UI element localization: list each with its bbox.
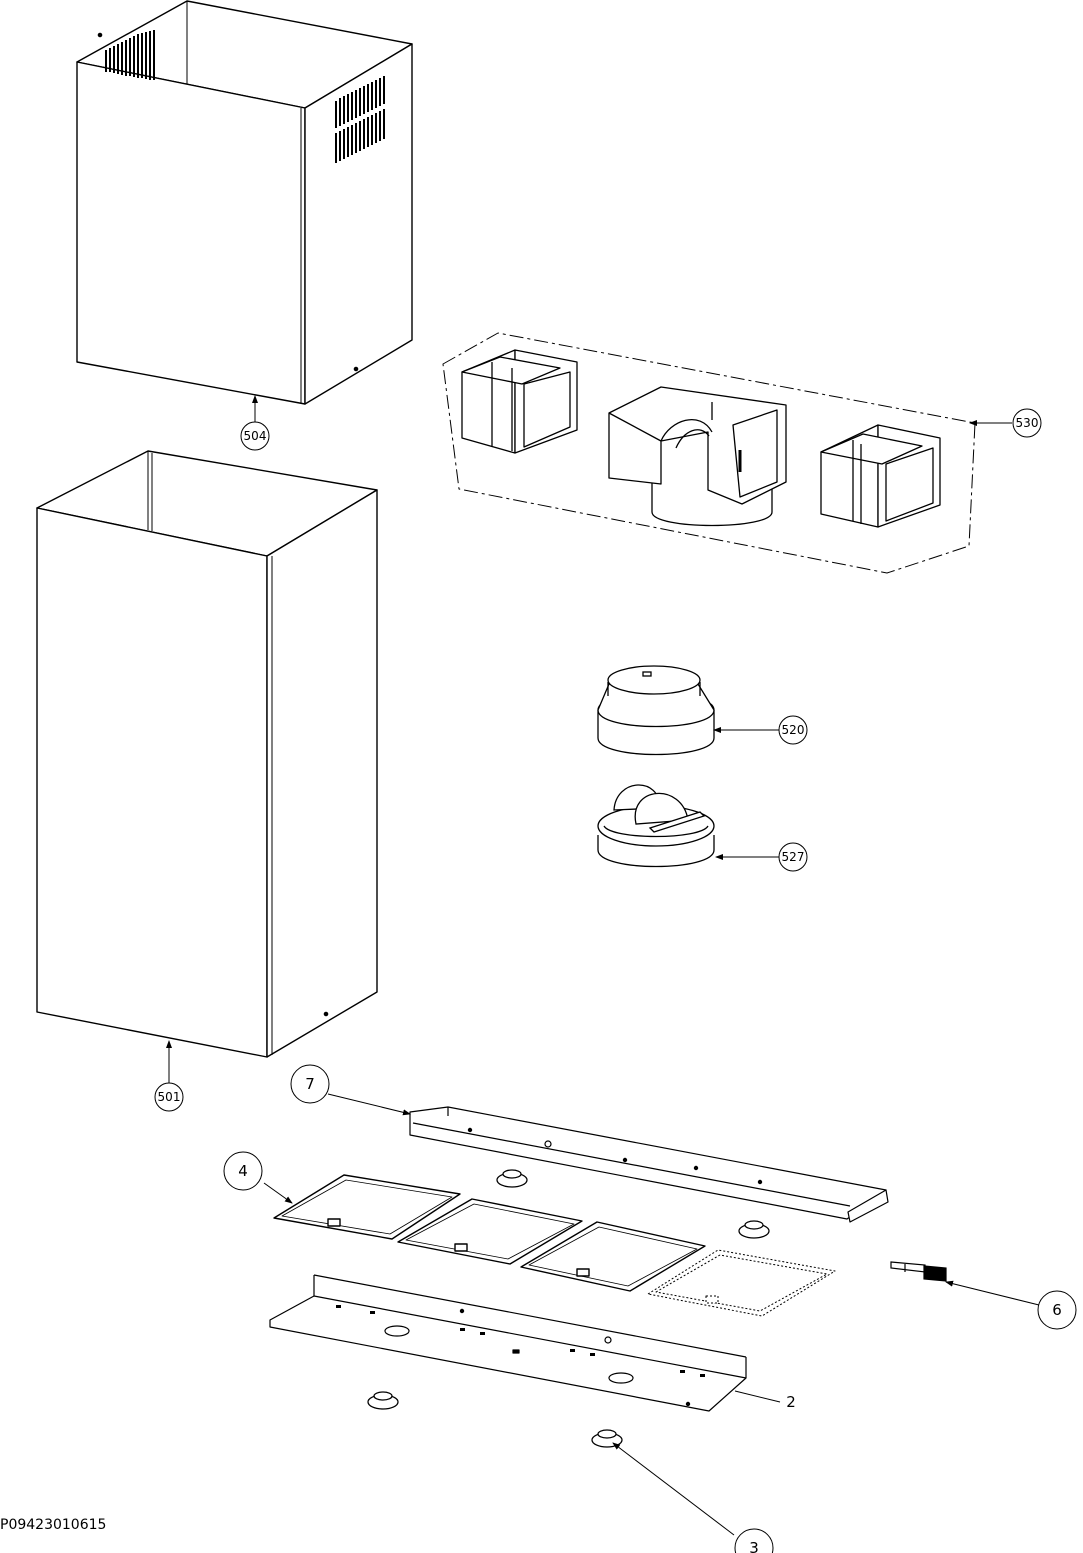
callout-label-504: 504 [244,429,267,443]
callout-label-520: 520 [782,723,805,737]
duct-transition-piece [608,386,787,527]
light-fixture [591,1429,623,1448]
callout-bubble-520 [778,715,808,745]
lower-chimney-cover [36,450,378,1058]
duct-connector-right [820,424,941,528]
light-fixture [367,1391,399,1410]
light-fixture [496,1169,528,1188]
drawing-number: P09423010615 [0,1517,107,1533]
callout-label-501: 501 [158,1090,181,1104]
callout-bubble-6 [1037,1290,1077,1330]
front-rail [269,1274,747,1412]
callouts [154,408,1077,1553]
callout-bubble-504 [240,421,270,451]
callout-label-4: 4 [238,1162,248,1180]
callout-label-7: 7 [305,1075,315,1093]
callout-labels: 504 501 530 520 527 7 4 6 2 3 [158,416,1062,1553]
callout-label-3: 3 [749,1539,759,1553]
duct-kit-group [442,332,976,574]
callout-bubble-7 [290,1064,330,1104]
grease-filter-optional [647,1249,836,1317]
callout-bubble-4 [223,1151,263,1191]
upper-chimney-cover [76,0,413,405]
callout-bubble-530 [1012,408,1042,438]
rear-rail [409,1106,889,1223]
backdraft-damper [597,784,715,868]
callout-label-530: 530 [1016,416,1039,430]
grease-filters [273,1174,836,1317]
callout-bubble-527 [778,842,808,872]
switch-component [890,1261,947,1282]
grease-filter [520,1221,706,1292]
callout-bubble-501 [154,1082,184,1112]
duct-reducer [597,665,715,756]
grease-filter [397,1198,583,1265]
callout-label-6: 6 [1052,1301,1062,1319]
light-fixtures [367,1169,770,1448]
light-fixture [738,1220,770,1239]
duct-connector-left [461,349,578,454]
leader-lines [166,395,1040,1536]
vent-slots-side [335,76,385,163]
vent-slots-rear [105,30,155,80]
callout-label-527: 527 [782,850,805,864]
callout-bubble-3 [734,1528,774,1553]
callout-label-2: 2 [786,1393,796,1411]
grease-filter [273,1174,461,1240]
